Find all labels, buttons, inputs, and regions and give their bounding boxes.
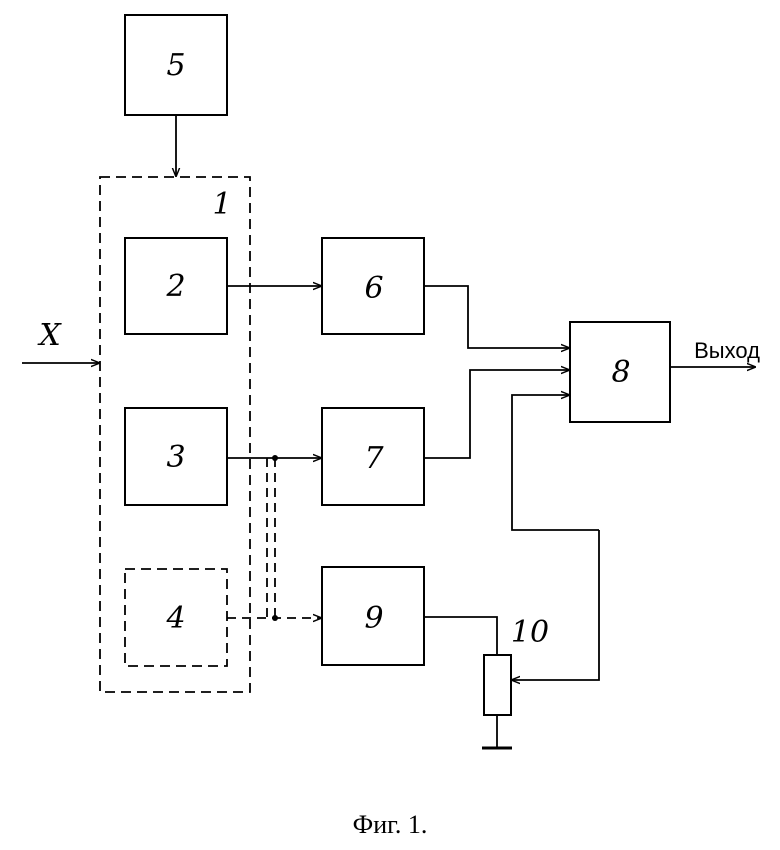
block-3-label: 3 (166, 440, 185, 475)
block-3: 3 (124, 407, 228, 506)
block-5-label: 5 (166, 48, 185, 83)
junction-4 (272, 615, 278, 621)
block-4-label: 4 (165, 601, 185, 636)
block-5: 5 (124, 14, 228, 116)
block-2: 2 (124, 237, 228, 335)
block-1-group: 1 (99, 176, 251, 693)
block-2-label: 2 (165, 269, 185, 304)
block-6: 6 (321, 237, 425, 335)
block-9-label: 9 (364, 601, 383, 636)
block-8: 8 (569, 321, 671, 423)
output-label: Выход (694, 338, 760, 363)
wire-6-to-8 (424, 285, 569, 348)
input-label: X (37, 318, 62, 353)
resistor-10-label: 10 (511, 615, 549, 650)
block-7: 7 (321, 407, 425, 506)
wire-9-to-10 (424, 616, 498, 655)
ground-symbol (482, 715, 512, 750)
block-8-label: 8 (611, 355, 630, 390)
figure-caption: Фиг. 1. (353, 810, 428, 839)
wire-7-to-8 (424, 370, 569, 459)
block-1-label: 1 (212, 187, 231, 222)
wire-wiper-10 (512, 530, 600, 680)
resistor-10: 10 (483, 615, 549, 716)
wire-10-to-8 (511, 395, 599, 531)
block-6-label: 6 (364, 271, 383, 306)
block-4: 4 (124, 568, 228, 667)
block-9: 9 (321, 566, 425, 666)
block-7-label: 7 (364, 441, 384, 476)
